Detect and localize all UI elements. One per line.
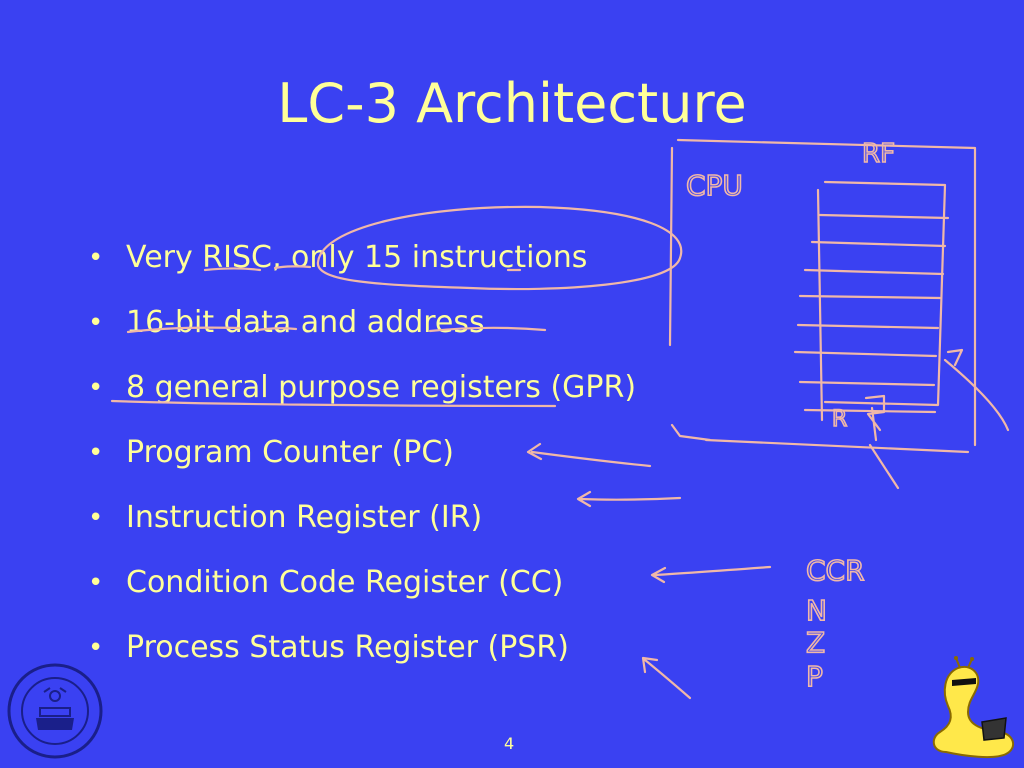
ccr-label: CCR bbox=[806, 554, 865, 587]
bullet-text: Very RISC, only 15 instructions bbox=[126, 240, 588, 275]
ccr-bit-p: P bbox=[806, 660, 823, 693]
bullet-item: • Program Counter (PC) bbox=[88, 420, 636, 485]
bullet-item: • 16-bit data and address bbox=[88, 290, 636, 355]
register-file bbox=[816, 180, 947, 422]
register-row bbox=[798, 294, 942, 300]
bullet-text: Process Status Register (PSR) bbox=[126, 630, 569, 665]
bullet-item: • Instruction Register (IR) bbox=[88, 485, 636, 550]
bullet-item: • Very RISC, only 15 instructions bbox=[88, 225, 636, 290]
bullet-icon: • bbox=[88, 502, 104, 533]
ccr-bit-n: N bbox=[806, 594, 827, 627]
bullet-icon: • bbox=[88, 437, 104, 468]
register-row bbox=[810, 240, 947, 248]
bullet-list: • Very RISC, only 15 instructions • 16-b… bbox=[88, 225, 636, 680]
bullet-text: 8 general purpose registers (GPR) bbox=[126, 370, 637, 405]
slide-title: LC-3 Architecture bbox=[277, 72, 747, 135]
register-row bbox=[803, 268, 945, 276]
cpu-box bbox=[668, 138, 977, 454]
page-number: 4 bbox=[504, 734, 515, 753]
ccr-bit-z: Z bbox=[806, 626, 825, 659]
banana-slug-icon bbox=[932, 656, 1015, 759]
bullet-icon: • bbox=[88, 307, 104, 338]
register-row bbox=[803, 408, 937, 414]
bullet-icon: • bbox=[88, 372, 104, 403]
register-file-label: RF bbox=[862, 139, 895, 169]
bullet-icon: • bbox=[88, 567, 104, 598]
cpu-label: CPU bbox=[686, 169, 743, 202]
bullet-icon: • bbox=[88, 242, 104, 273]
bus-line bbox=[868, 443, 900, 490]
register-row bbox=[798, 380, 936, 387]
bus-line bbox=[943, 348, 1010, 432]
bullet-item: • Condition Code Register (CC) bbox=[88, 550, 636, 615]
bullet-text: Instruction Register (IR) bbox=[126, 500, 483, 535]
bullet-text: Program Counter (PC) bbox=[126, 435, 454, 470]
bullet-text: Condition Code Register (CC) bbox=[126, 565, 564, 600]
register-row bbox=[818, 213, 950, 220]
register-label: R bbox=[832, 407, 847, 432]
bullet-text: 16-bit data and address bbox=[126, 305, 485, 340]
bullet-item: • Process Status Register (PSR) bbox=[88, 615, 636, 680]
register-row bbox=[796, 323, 940, 330]
university-seal-icon bbox=[7, 663, 103, 759]
arrow-annotation bbox=[641, 656, 692, 700]
register-mark bbox=[864, 394, 886, 442]
arrow-annotation bbox=[650, 565, 772, 584]
bullet-icon: • bbox=[88, 632, 104, 663]
register-row bbox=[793, 350, 938, 358]
bullet-item: • 8 general purpose registers (GPR) bbox=[88, 355, 636, 420]
